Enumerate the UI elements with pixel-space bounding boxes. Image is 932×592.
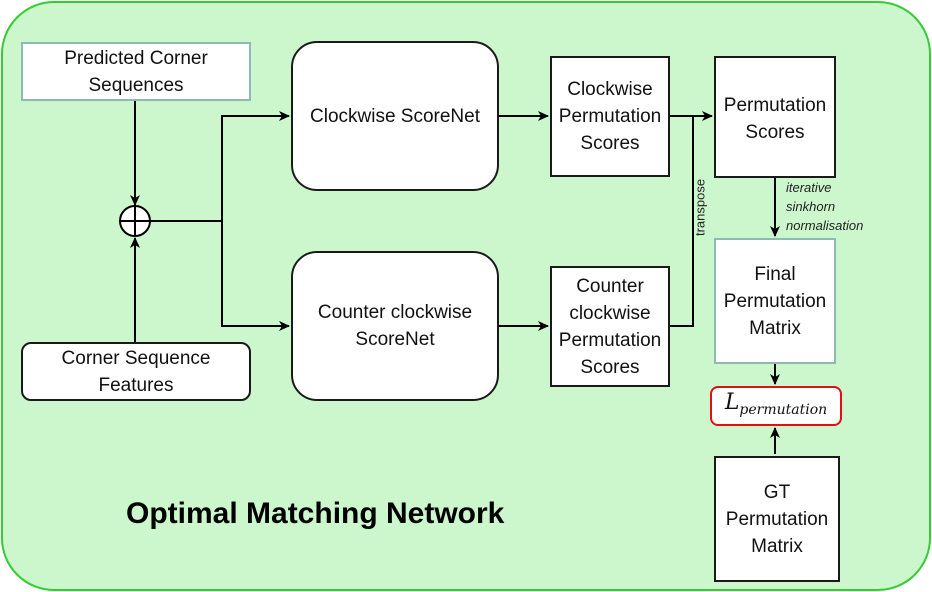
clockwise-permutation-scores-node: Clockwise Permutation Scores <box>550 56 670 177</box>
gt-permutation-matrix-node: GT Permutation Matrix <box>714 456 840 582</box>
final-permutation-matrix-node: Final Permutation Matrix <box>714 238 836 364</box>
permutation-loss-node: Lpermutation <box>710 386 842 426</box>
network-title: Optimal Matching Network <box>126 497 505 530</box>
transpose-edge-label: transpose <box>692 178 708 237</box>
counter-clockwise-scorenet-node: Counter clockwise ScoreNet <box>291 251 499 401</box>
edge-counter-scores-transpose-to-permutation <box>670 116 694 327</box>
permutation-scores-node: Permutation Scores <box>714 56 836 178</box>
sinkhorn-edge-label: iterative sinkhorn normalisation <box>786 180 864 233</box>
corner-sequence-features-node: Corner Sequence Features <box>21 342 251 401</box>
edge-combine-to-counter-scorenet <box>221 221 290 331</box>
predicted-corner-sequences-node: Predicted Corner Sequences <box>21 42 251 101</box>
clockwise-scorenet-node: Clockwise ScoreNet <box>291 41 499 191</box>
concat-operator-icon <box>119 205 151 237</box>
edge-combine-to-clockwise-scorenet <box>150 111 290 222</box>
counter-clockwise-permutation-scores-node: Counter clockwise Permutation Scores <box>550 266 670 387</box>
